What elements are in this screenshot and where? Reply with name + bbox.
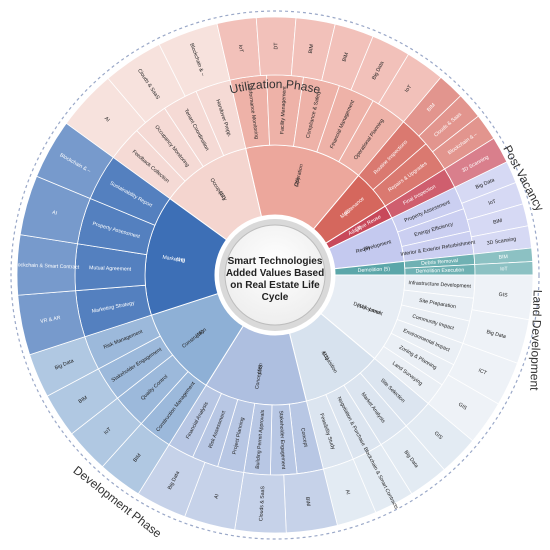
outer-dashed-ring [10,10,540,540]
stage-label-redevelopment-1: (8) [363,245,371,253]
tech-label-land-development-2: ICT [477,368,488,377]
tech-label-operation-2: BIM [308,44,315,54]
tech-label-occupancy-0: AI [103,116,111,124]
tech-label-marketing-1: Blockchain & Smart Contract [13,262,80,271]
tech-label-land-development-1: Big Data [486,329,507,340]
stage-label-conception-0: Conception [254,363,264,390]
tech-label-maintenance-0: BIM [426,102,437,113]
stage-label-land-development-2: (11) [356,302,367,311]
tech-label-demolition-1: IoT [500,266,508,272]
stage-label-demolition-0: Demolition (5) [358,266,391,274]
tech-label-construction-2: BIM [78,395,89,405]
value-label-conception-2: Building Permit Approvals [255,409,266,469]
center-title-line-3: on Real Estate Life [230,280,320,291]
tech-label-construction-1: IoT [103,426,113,436]
tech-label-operation-3: BIM [342,52,351,63]
phase-label-land-development: Land Development [527,290,545,392]
tech-label-redevelopment-1: IoT [488,198,498,206]
center-title-line-1: Smart Technologies [228,256,323,267]
tech-label-conception-0: BIM [304,497,311,507]
tech-label-land-development-3: GIS [457,402,468,412]
stage-label-construction-1: (16) [194,329,205,340]
stage-label-maintenance-1: (6) [343,208,352,217]
value-label-marketing-1: Mutual Agreement [89,265,132,273]
tech-label-conception-2: AI [214,493,221,499]
value-label-demolition-1: Demolition Execution [416,267,465,274]
stage-label-occupancy-1: (11) [217,190,227,201]
center-hub: Smart Technologies Added Values Based on… [219,219,331,331]
stage-label-operation-1: (20) [294,177,302,188]
tech-label-acquisition-0: GIS [433,431,444,442]
tech-cell-marketing-3 [36,122,114,199]
stage-label-marketing-1: (16) [176,257,186,264]
center-title-line-4: Cycle [262,292,289,303]
stage-label-operation-0: Operation [294,164,305,188]
tech-label-acquisition-3: AI [344,489,351,496]
value-label-conception-0: Concept [299,427,308,448]
stage-sectors [16,16,534,534]
tech-label-construction-0: BIM [132,453,142,464]
tech-label-redevelopment-3: 3D Scanning [486,236,516,246]
stage-label-conception-1: (18) [257,364,264,374]
value-label-demolition-0: Debris Removal [421,258,458,267]
value-label-operation-1: Facility Management [280,86,288,135]
tech-label-operation-1: DT [273,42,279,50]
value-label-land-development-0: Infrastructure Development [408,280,471,290]
stage-label-adaptive-reuse-1: (3) [354,225,363,233]
outer-dashed-circle [10,10,540,540]
tech-label-demolition-0: BIM [498,254,508,261]
center-disc [224,224,326,326]
tech-label-operation-0: IoT [237,44,244,53]
stage-label-acquisition-1: (11) [320,351,330,362]
stage-label-land-development-0: Land [368,307,381,317]
phase-label-utilization: Utilization Phase [228,77,322,97]
value-label-conception-1: Stakeholder Engagement [278,410,287,469]
tech-label-redevelopment-2: BIM [493,218,503,226]
center-title-line-2: Added Values Based [226,268,324,279]
tech-label-marketing-0: VR & AR [40,315,61,325]
tech-label-marketing-2: AI [51,210,57,217]
stage-label-marketing-0: Marketing [162,255,186,265]
tech-label-conception-1: Clouds & SaaS [258,485,266,521]
tech-label-land-development-0: GIS [498,292,508,299]
tech-label-operation-5: IoT [404,84,414,94]
